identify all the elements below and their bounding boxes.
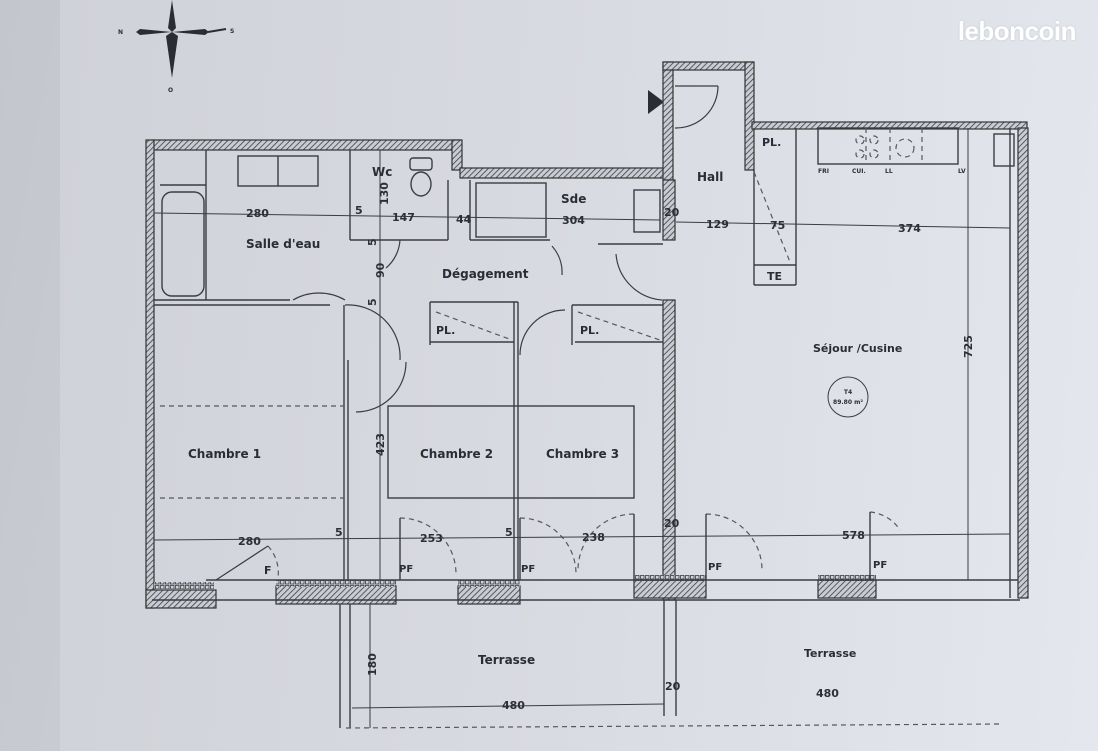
dim-wc-depth: 130 [378, 182, 391, 205]
compass-rose-icon: N S O [118, 0, 234, 94]
entrance-arrow-icon [648, 90, 664, 114]
dim-chambre-2-width: 253 [420, 532, 443, 545]
room-label-hall: Hall [697, 170, 723, 184]
dim-hall-width: 129 [706, 218, 729, 231]
placard-label-chambre-3: PL. [580, 324, 599, 337]
fixtures [160, 127, 1015, 499]
terrace-outline [339, 600, 1001, 729]
washbasin-icon [633, 189, 661, 233]
window-label-chambre-3: PF [521, 564, 535, 575]
dim-wall-20-sde: 20 [664, 206, 680, 219]
dim-door-wall-5-bottom: 5 [366, 298, 379, 306]
window-label-sejour-right: PF [873, 560, 887, 571]
room-label-sde: Sde [561, 192, 586, 206]
room-label-chambre-3: Chambre 3 [546, 447, 619, 461]
placard-label-chambre-2: PL. [436, 324, 455, 337]
dim-wall-5-a: 5 [355, 204, 363, 217]
compass-west-label: O [168, 87, 173, 94]
room-label-degagement: Dégagement [442, 267, 529, 281]
leboncoin-logo: leboncoin [957, 16, 1077, 46]
dim-placard-hall-width: 75 [770, 219, 785, 232]
bed-outline [387, 405, 635, 499]
kitchen-label-sink: LV [958, 168, 966, 175]
dim-degagement-width: 90 [374, 262, 387, 278]
window-label-chambre-2: PF [399, 564, 413, 575]
room-label-chambre-2: Chambre 2 [420, 447, 493, 461]
dim-sde-width: 304 [562, 214, 585, 227]
placard-label-hall: PL. [762, 136, 781, 149]
kitchen-label-dishwasher: LL [885, 168, 893, 175]
toilet-icon [410, 171, 432, 197]
dim-sejour-width-bottom: 578 [842, 529, 865, 542]
exterior-walls [145, 61, 1029, 609]
dim-terrasse-right-width: 480 [816, 687, 839, 700]
dim-chambre-3-width: 238 [582, 531, 605, 544]
dimension-lines [153, 128, 1011, 580]
room-label-terrasse-right: Terrasse [804, 647, 856, 660]
dim-shower-width: 44 [456, 213, 472, 226]
bathtub-icon [161, 191, 205, 297]
dim-wc-width: 147 [392, 211, 415, 224]
dim-sejour-depth: 725 [962, 335, 975, 358]
dim-bedroom-depth: 423 [374, 433, 387, 456]
dim-terrasse-left-width: 480 [502, 699, 525, 712]
window-label-sejour-left: PF [708, 562, 722, 573]
dim-wall-20-sejour: 20 [664, 517, 680, 530]
apartment-badge: T4 89.80 m² [827, 376, 869, 418]
dim-terrasse-depth: 180 [366, 653, 379, 676]
dim-wall-5-c: 5 [335, 526, 343, 539]
dim-sejour-width-top: 374 [898, 222, 921, 235]
doors [215, 85, 901, 581]
room-label-terrasse-left: Terrasse [478, 653, 535, 667]
apartment-area: 89.80 m² [833, 399, 863, 406]
dim-salle-deau-width: 280 [246, 207, 269, 220]
kitchen-label-cooktop: CUI. [852, 168, 866, 175]
compass-north-label: N [118, 29, 123, 36]
room-label-chambre-1: Chambre 1 [188, 447, 261, 461]
window-label-chambre-1: F [264, 564, 272, 577]
dim-terrasse-wall: 20 [665, 680, 681, 693]
room-label-wc: Wc [372, 165, 392, 179]
column-icon [993, 133, 1015, 167]
shower-icon [475, 182, 547, 238]
apartment-type: T4 [844, 389, 852, 396]
compass-south-label: S [230, 28, 234, 35]
tableau-electrique-label: TE [767, 270, 782, 283]
dim-chambre-1-width: 280 [238, 535, 261, 548]
room-label-sejour-cuisine: Séjour /Cusine [813, 342, 902, 355]
dim-door-wall-5-top: 5 [366, 238, 379, 246]
kitchen-counter-icon [817, 127, 959, 165]
room-label-salle-deau: Salle d'eau [246, 237, 320, 251]
kitchen-label-fridge: FRI [818, 168, 829, 175]
dim-wall-5-d: 5 [505, 526, 513, 539]
